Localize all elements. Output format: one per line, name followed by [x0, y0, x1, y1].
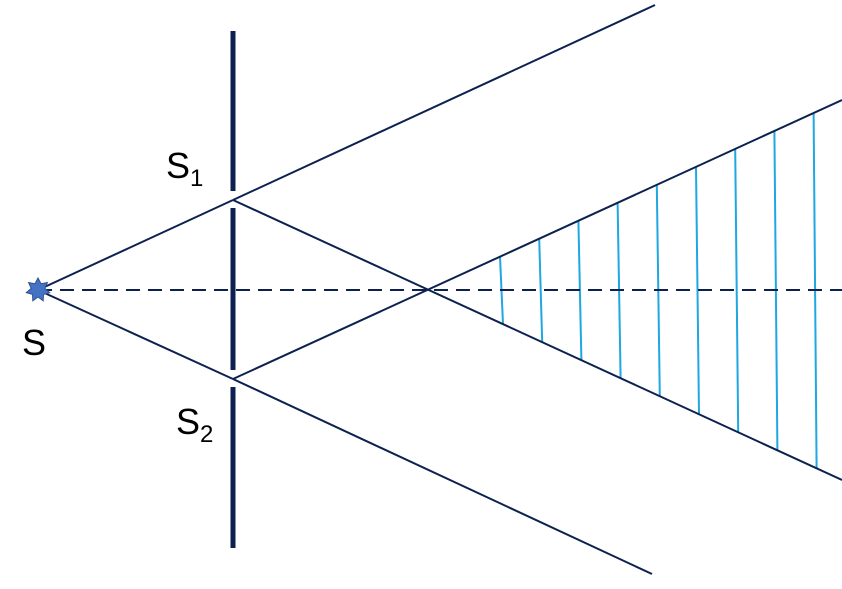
source-label: S — [22, 322, 46, 363]
fringe-line — [734, 148, 740, 433]
slit1-label-base: S — [166, 145, 190, 186]
fringe-line — [538, 238, 544, 343]
source-star-icon — [25, 276, 51, 302]
ray-s1-outer — [232, 4, 656, 201]
slit1-label: S1 — [166, 145, 203, 192]
rays — [37, 4, 842, 575]
ray-s1-cross — [232, 199, 842, 481]
slit2-label-sub: 2 — [200, 421, 213, 448]
ray-s2-outer — [232, 378, 653, 575]
slit1-label-sub: 1 — [190, 165, 203, 192]
ray-s2-cross — [232, 99, 842, 380]
fringe-line — [695, 166, 700, 415]
slit2-label: S2 — [176, 401, 213, 448]
ray-source-to-s1 — [37, 199, 234, 291]
slit2-label-base: S — [176, 401, 200, 442]
ray-source-to-s2 — [37, 289, 234, 380]
